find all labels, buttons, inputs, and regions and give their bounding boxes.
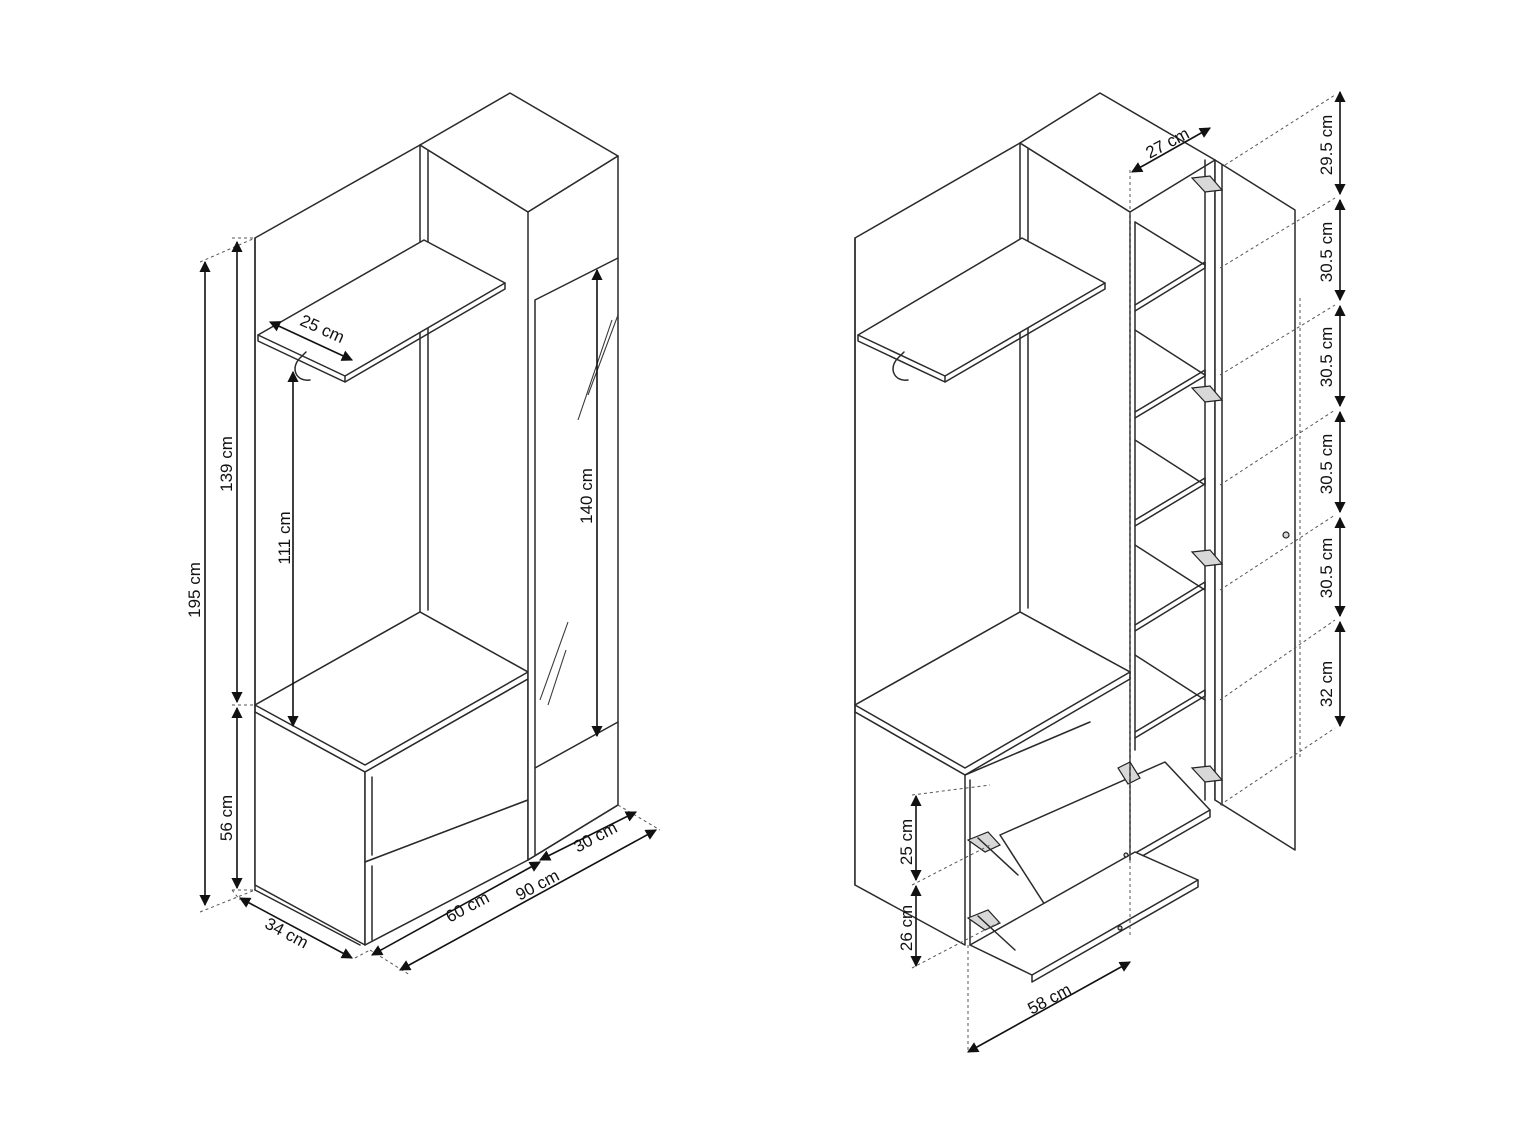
left-extension-lines: [199, 237, 661, 976]
dim-door-height: 140 cm: [577, 468, 596, 524]
right-view: 27 cm 29.5 cm 30.5 cm 30.5 cm 30.5 cm 30…: [854, 90, 1346, 1053]
dim-compartment-4: 30.5 cm: [1317, 434, 1336, 494]
dim-drawer-lower: 26 cm: [897, 905, 916, 951]
left-dimension-lines: [199, 240, 657, 971]
right-open-drawers: [969, 761, 1211, 983]
dim-upper-height: 139 cm: [217, 436, 236, 492]
dim-compartment-3: 30.5 cm: [1317, 327, 1336, 387]
dim-depth: 34 cm: [262, 914, 312, 953]
dim-total-width: 90 cm: [513, 866, 563, 905]
dim-total-height: 195 cm: [185, 562, 204, 618]
right-tall-cabinet: [1019, 92, 1216, 861]
right-extension-lines: [911, 94, 1336, 1050]
dim-compartment-5: 30.5 cm: [1317, 538, 1336, 598]
right-hat-shelf: [857, 237, 1106, 383]
left-view: 195 cm 139 cm 56 cm 111 cm 140 cm 25 cm …: [185, 92, 661, 976]
dim-drawer-width: 58 cm: [1025, 980, 1075, 1019]
right-dimension-lines: [910, 90, 1346, 1053]
dim-compartment-2: 30.5 cm: [1317, 222, 1336, 282]
coat-hook-icon: [892, 351, 909, 381]
dim-under-shelf-height: 111 cm: [275, 511, 294, 564]
left-hat-shelf: [257, 239, 506, 383]
dim-compartment-1: 29.5 cm: [1317, 115, 1336, 175]
door-hinge-icons: [1190, 175, 1224, 783]
dim-compartment-6: 32 cm: [1317, 661, 1336, 707]
drawer-hinge-icons: [966, 761, 1141, 951]
dim-drawer-upper: 25 cm: [897, 819, 916, 865]
dim-lower-height: 56 cm: [217, 795, 236, 841]
